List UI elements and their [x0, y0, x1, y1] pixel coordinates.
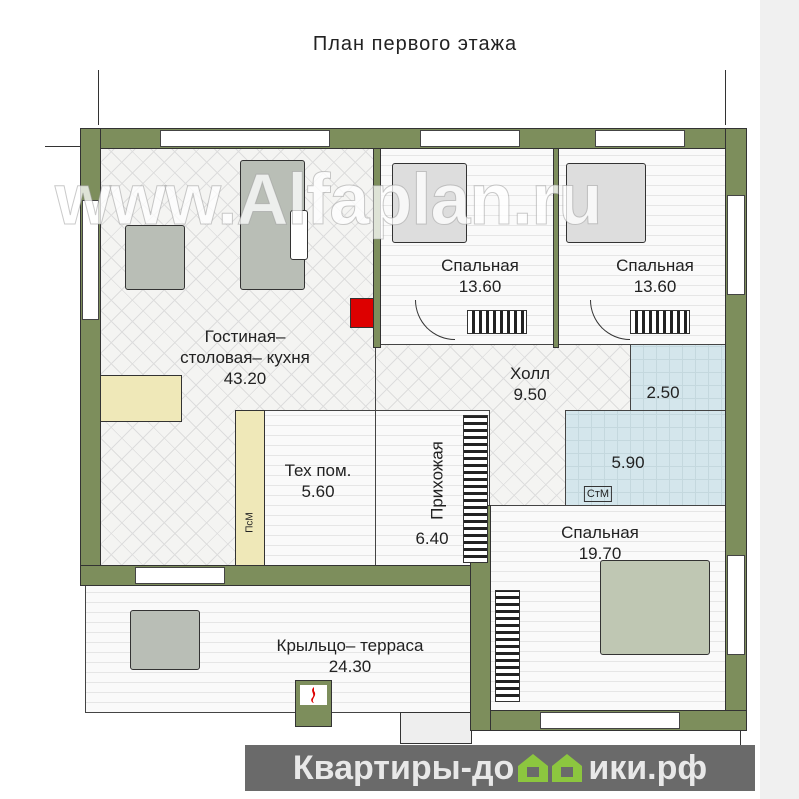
living-label: Гостиная– столовая– кухня 43.20	[180, 326, 310, 389]
watermark: www.Alfaplan.ru	[54, 160, 602, 241]
room-area: 5.60	[301, 482, 335, 501]
room-area: 19.70	[578, 544, 622, 563]
window	[727, 555, 745, 655]
kitchen-counter	[100, 375, 182, 422]
side-margin	[760, 0, 799, 799]
room-wc	[630, 344, 727, 412]
coffee-table	[290, 210, 308, 260]
window	[727, 195, 745, 295]
room-bath	[565, 410, 727, 506]
fireplace	[350, 298, 374, 328]
room-name: Тех пом.	[284, 461, 352, 480]
dining-table	[125, 225, 185, 290]
dimension-line	[98, 70, 99, 125]
flame-icon	[300, 685, 327, 705]
banner-text: ики.рф	[588, 748, 708, 787]
bath-area: 5.90	[611, 453, 645, 472]
window	[540, 712, 680, 729]
dishwasher-label: ПсМ	[244, 512, 256, 533]
room-name: Холл	[509, 364, 551, 383]
bedroom-3-label: Спальная 19.70	[561, 522, 639, 564]
radiator	[495, 590, 520, 702]
houses-icon	[516, 752, 586, 784]
room-name: Крыльцо– терраса	[276, 636, 424, 655]
room-area: 24.30	[328, 657, 372, 676]
window	[135, 567, 225, 584]
window	[420, 130, 520, 147]
room-area: 9.50	[513, 385, 547, 404]
window	[160, 130, 330, 147]
hall-label: Холл 9.50	[510, 363, 550, 405]
room-area: 43.20	[223, 369, 267, 388]
entry-name: Прихожая	[427, 441, 447, 520]
tech-label: Тех пом. 5.60	[285, 460, 352, 502]
entry-area: 6.40	[415, 529, 449, 548]
site-banner: Квартиры-до ики.рф	[245, 745, 755, 791]
terrace-label: Крыльцо– терраса 24.30	[277, 635, 424, 677]
wall-partition	[373, 148, 381, 348]
room-name: Спальная	[616, 256, 694, 275]
terrace-fireplace	[295, 680, 332, 727]
bedroom-2-label: Спальная 13.60	[616, 255, 694, 297]
room-name: столовая– кухня	[180, 348, 310, 367]
radiator	[467, 310, 527, 334]
window	[82, 200, 99, 320]
room-name: Спальная	[561, 523, 639, 542]
wc-area: 2.50	[646, 383, 680, 402]
radiator	[630, 310, 690, 334]
tech-cabinets	[235, 410, 265, 566]
room-area: 13.60	[458, 277, 502, 296]
room-name: Спальная	[441, 256, 519, 275]
wall-partition	[553, 148, 559, 348]
room-area: 13.60	[633, 277, 677, 296]
dimension-line	[45, 146, 100, 147]
stairs	[463, 415, 488, 563]
room-name: Гостиная–	[204, 327, 286, 346]
window	[595, 130, 685, 147]
porch-step	[400, 712, 472, 744]
terrace-table	[130, 610, 200, 670]
bed	[600, 560, 710, 655]
plan-title: План первого этажа	[312, 33, 518, 55]
dimension-line	[725, 70, 726, 125]
washing-machine-label: СтМ	[583, 486, 613, 502]
banner-text: Квартиры-до	[292, 748, 515, 787]
bed	[566, 163, 646, 243]
bedroom-1-label: Спальная 13.60	[441, 255, 519, 297]
bed	[392, 163, 467, 243]
